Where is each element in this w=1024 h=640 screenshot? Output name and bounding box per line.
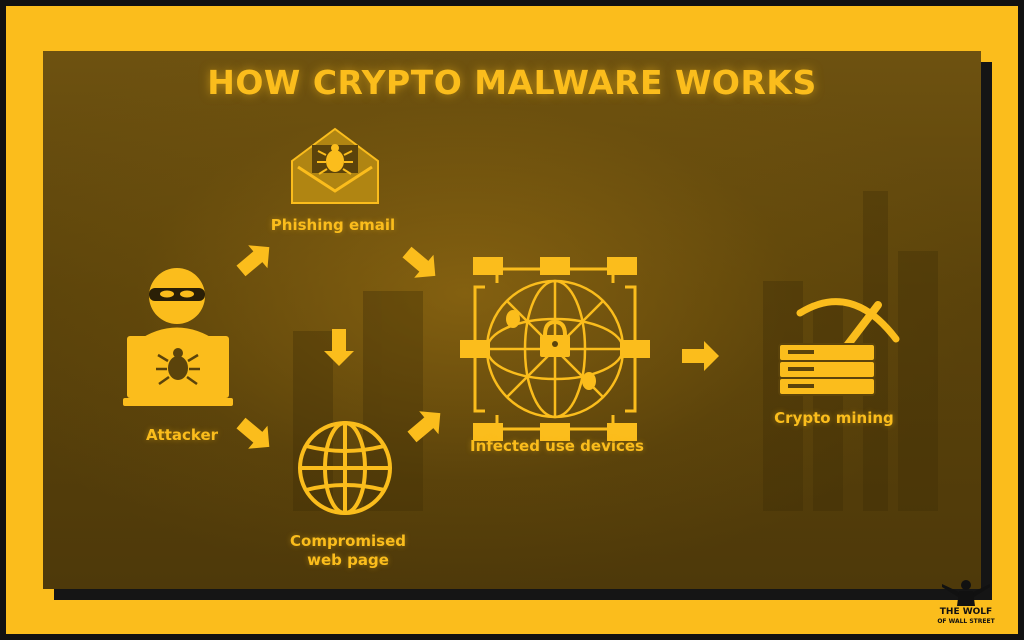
wolf-logo-icon [942,580,990,606]
hacker-icon [137,268,217,341]
flow-arrows [236,245,719,449]
globe-icon [298,421,392,515]
compromised-line-2: web page [307,551,389,569]
arrow-icon [407,411,441,443]
wolf-logo: THE WOLF OF WALL STREET [936,608,996,626]
phishing-email-label: Phishing email [270,216,396,234]
infected-devices-label: Infected use devices [470,437,644,455]
pickaxe-server-icon [778,298,900,396]
page-title: HOW CRYPTO MALWARE WORKS [207,63,817,102]
logo-line-1: THE WOLF [939,607,993,617]
logo-line-2: OF WALL STREET [937,618,995,625]
arrow-icon [682,341,719,371]
envelope-bug-icon [291,127,379,204]
diagram-art [123,127,938,515]
arrow-icon [236,245,270,277]
arrow-icon [402,246,436,278]
diagram-panel: HOW CRYPTO MALWARE WORKS Phishing email … [43,51,981,589]
arrow-icon [236,417,270,449]
network-lock-icon [460,257,650,441]
attacker-label: Attacker [145,426,219,444]
crypto-mining-label: Crypto mining [774,409,894,427]
compromised-web-page-label: Compromised web page [273,532,423,570]
arrow-icon [324,329,354,366]
compromised-line-1: Compromised [290,532,406,550]
laptop-bug-icon [123,336,233,406]
